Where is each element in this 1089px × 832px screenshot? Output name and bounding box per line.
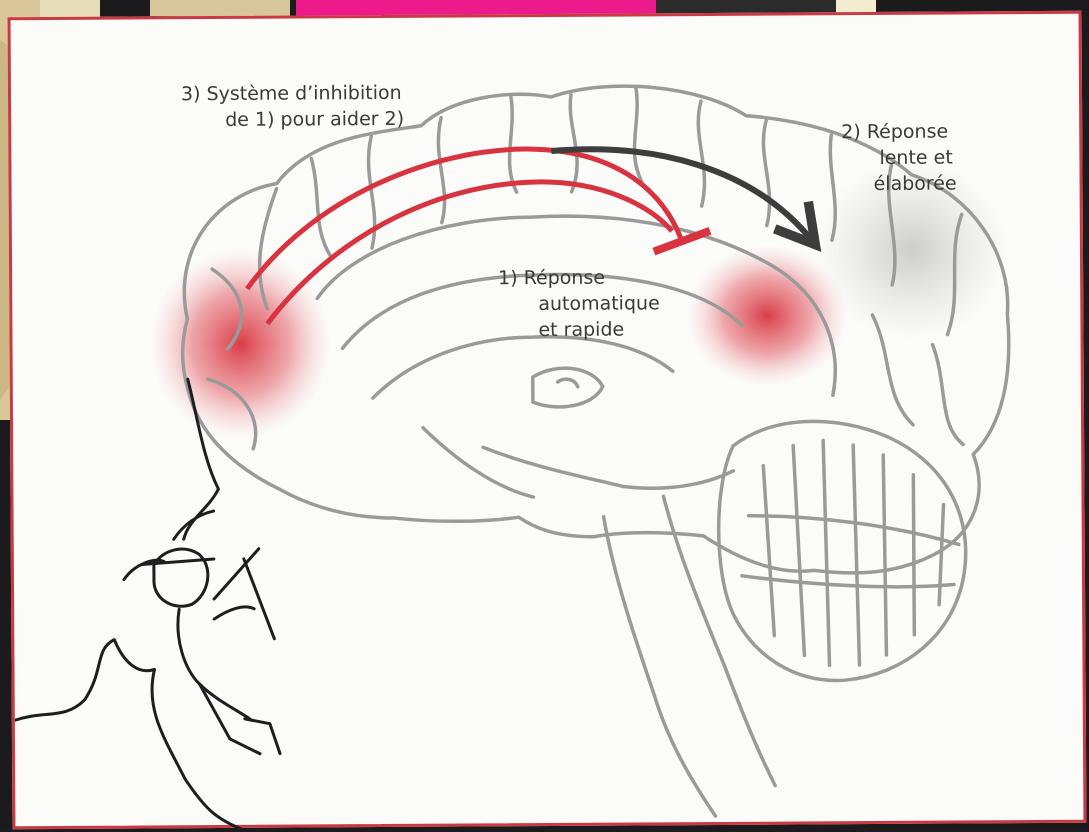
label-inhibition-system: 3) Système d’inhibition de 1) pour aider… <box>181 80 404 133</box>
label-slow-line-3: élaborée <box>841 170 956 197</box>
brainstem-cerebellum <box>603 421 967 817</box>
label-inhibition-line-1: 3) Système d’inhibition <box>181 80 404 107</box>
label-slow-line-2: lente et <box>841 144 956 171</box>
label-fast-line-3: et rapide <box>498 316 660 343</box>
diagram-card: 3) Système d’inhibition de 1) pour aider… <box>8 11 1087 830</box>
label-inhibition-line-2: de 1) pour aider 2) <box>181 106 404 133</box>
climber-illustration <box>13 379 281 832</box>
label-slow-line-1: 2) Réponse <box>841 118 956 145</box>
label-fast-line-1: 1) Réponse <box>498 264 660 291</box>
prefrontal-glow <box>150 248 331 439</box>
label-fast-line-2: automatique <box>498 290 660 317</box>
label-slow-response: 2) Réponse lente et élaborée <box>841 118 957 197</box>
label-fast-response: 1) Réponse automatique et rapide <box>498 264 660 343</box>
